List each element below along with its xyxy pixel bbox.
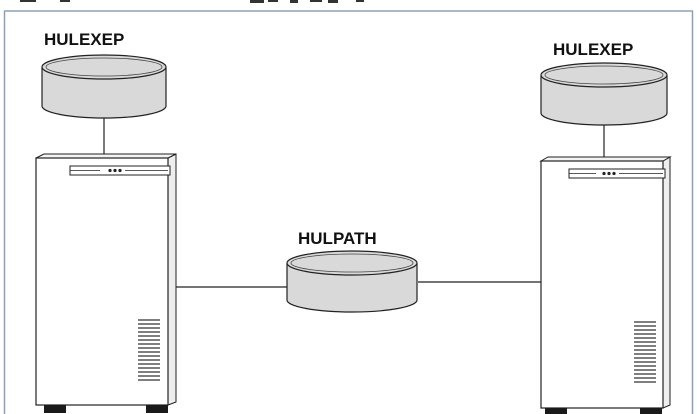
database-left-icon (41, 54, 167, 119)
diagram-frame (3, 10, 694, 414)
database-right-icon (540, 62, 668, 126)
connections (103, 116, 605, 288)
cropped-caption-fragment (20, 0, 364, 3)
server-right-icon (539, 156, 672, 414)
server-left-icon (35, 153, 177, 413)
database-center-icon (286, 250, 418, 313)
